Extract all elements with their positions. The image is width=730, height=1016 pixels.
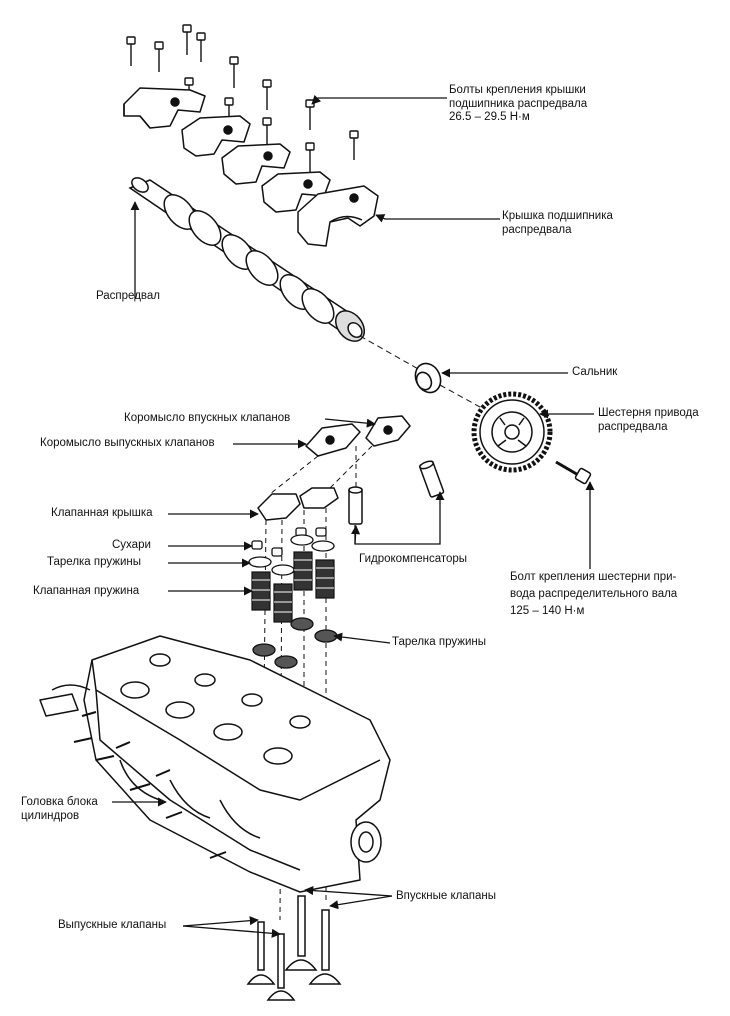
- valve-keepers: [251, 527, 327, 557]
- label-spring-retainer-left: Тарелка пружины: [47, 556, 142, 568]
- label-valve-keepers: Сухари: [112, 539, 151, 551]
- label-cam-cap-bolts: Болты крепления крышки подшипника распре…: [449, 84, 588, 123]
- label-exhaust-valves: Выпускные клапаны: [58, 919, 167, 931]
- spring-seats-bottom: [252, 617, 338, 669]
- gear-bolt-part: [555, 460, 592, 485]
- label-gear-bolt: Болт крепления шестерни при- вода распре…: [510, 571, 678, 617]
- label-cam-gear: Шестерня привода распредвала: [598, 407, 699, 433]
- label-spring-seat-right: Тарелка пружины: [392, 636, 487, 648]
- lash-adjusters: [348, 460, 445, 525]
- label-exhaust-rocker: Коромысло выпускных клапанов: [40, 437, 215, 449]
- cam-gear-part: [471, 391, 553, 473]
- camshaft-part: [128, 177, 366, 342]
- valves: [246, 895, 342, 1001]
- camshaft-axis: [359, 335, 501, 419]
- oil-seal-part: [414, 362, 442, 394]
- valve-springs: [251, 551, 335, 623]
- cam-bearing-caps: [123, 87, 379, 247]
- label-cylinder-head: Головка блока цилиндров: [21, 796, 98, 822]
- label-lash-adjusters: Гидрокомпенсаторы: [359, 553, 468, 565]
- label-cam-bearing-cap: Крышка подшипника распредвала: [502, 210, 613, 236]
- head-studs: [73, 711, 227, 859]
- label-intake-valves: Впускные клапаны: [396, 890, 497, 902]
- label-oil-seal: Сальник: [572, 366, 618, 378]
- label-camshaft: Распредвал: [96, 290, 160, 302]
- label-valve-cover: Клапанная крышка: [51, 507, 153, 519]
- label-valve-spring: Клапанная пружина: [33, 585, 140, 597]
- cam-cap-bolts: [126, 24, 359, 172]
- leader-lines: [112, 94, 595, 938]
- rocker-arms: [257, 415, 411, 521]
- cylinder-head-part: [39, 635, 391, 893]
- lash-adjuster-leaders: [351, 491, 445, 545]
- label-intake-rocker: Коромысло впускных клапанов: [124, 412, 291, 424]
